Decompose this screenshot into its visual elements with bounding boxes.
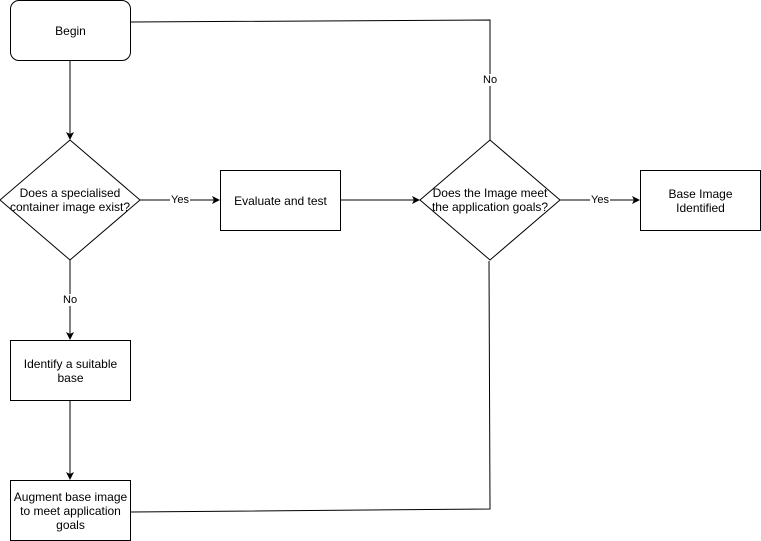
exists-no-label: No [62,294,79,306]
edge-meets-no [130,19,491,140]
decision-exists-label[interactable]: Does a specialised container image exist… [9,186,131,214]
augment-node[interactable]: Augment base image to meet application g… [10,480,131,541]
identified-label: Base Image Identified [668,186,733,215]
edge-augment-to-decision [130,260,491,513]
decision-diamond-exists [0,139,141,261]
decision-diamond-meets [419,139,561,261]
decision-meets-label[interactable]: Does the Image meet the application goal… [431,186,549,214]
exists-yes-label: Yes [170,194,190,206]
begin-node[interactable]: Begin [10,0,131,61]
evaluate-node[interactable]: Evaluate and test [220,170,341,231]
meets-yes-label: Yes [590,194,610,206]
evaluate-label: Evaluate and test [234,193,327,208]
meets-no-label: No [482,74,499,86]
augment-label: Augment base image to meet application g… [13,489,128,532]
begin-label: Begin [55,23,86,38]
identify-base-node[interactable]: Identify a suitable base [10,340,131,401]
identify-base-label: Identify a suitable base [23,356,118,385]
identified-node[interactable]: Base Image Identified [640,170,761,231]
